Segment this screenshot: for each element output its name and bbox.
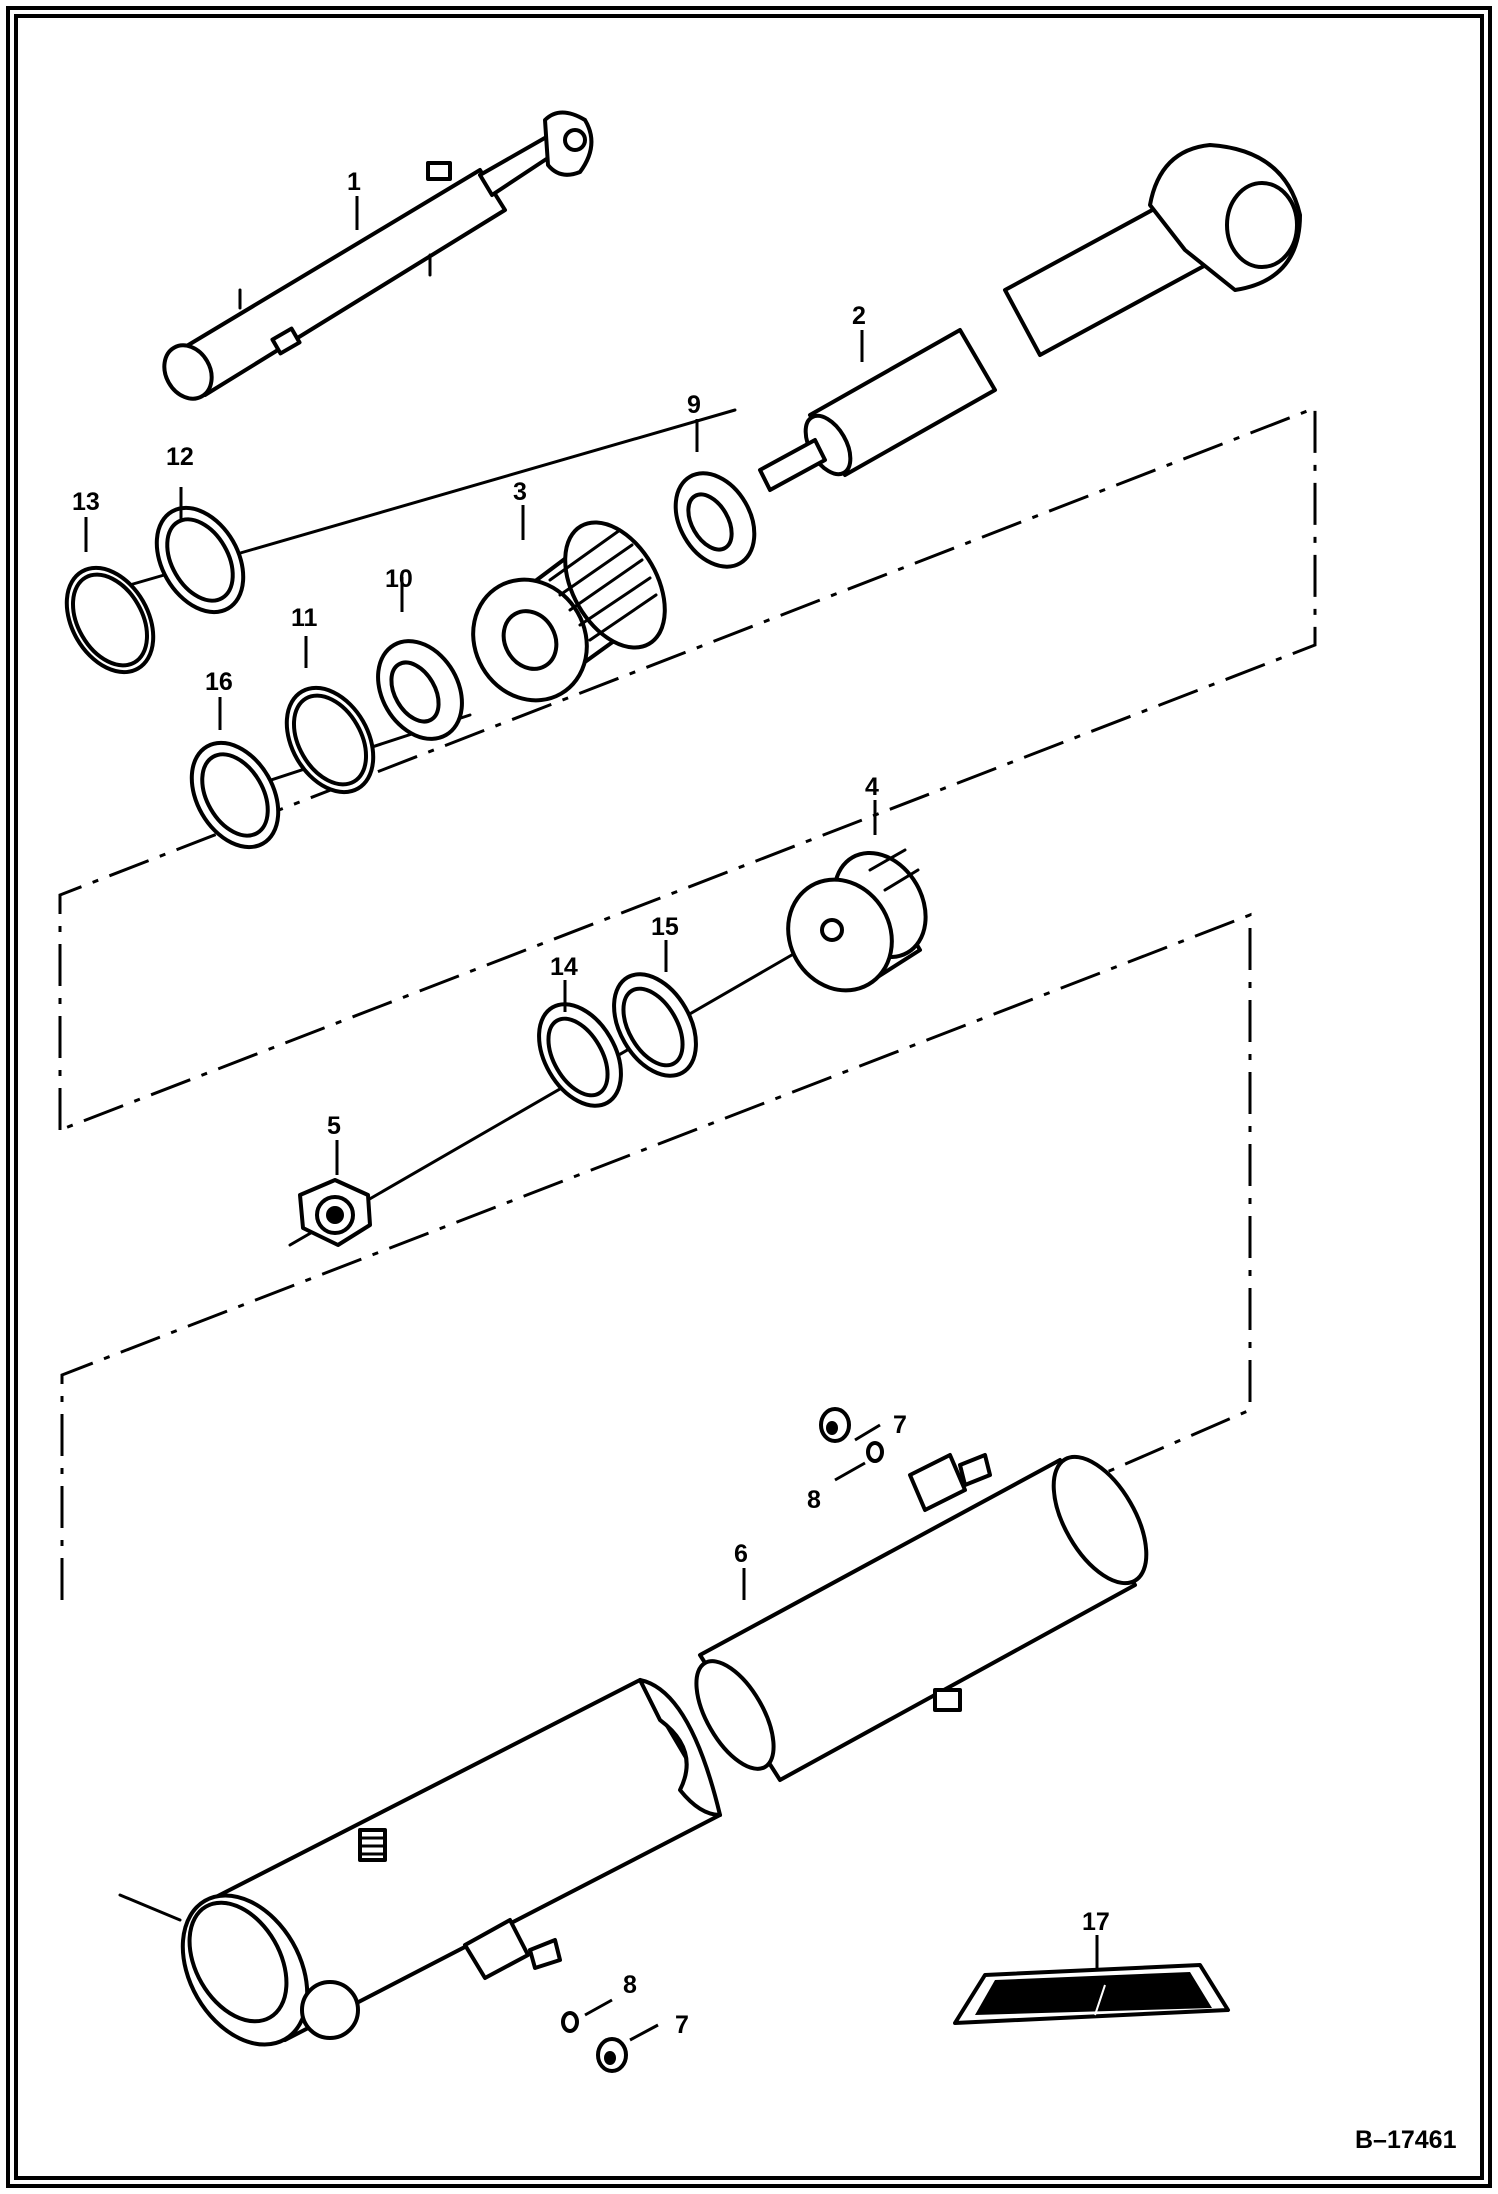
part-2-piston-rod	[758, 143, 1302, 492]
callout-10: 10	[385, 565, 413, 593]
part-4-piston	[786, 848, 928, 993]
callout-12: 12	[166, 443, 194, 471]
part-12-back-up-ring	[154, 505, 246, 615]
part-17-decal	[953, 1963, 1230, 2025]
callout-5: 5	[327, 1112, 341, 1140]
part-16-back-up-ring	[189, 740, 281, 850]
callout-15: 15	[651, 913, 679, 941]
callout-1: 1	[347, 168, 361, 196]
part-8-o-ring-bottom	[561, 2011, 579, 2033]
callout-6: 6	[734, 1540, 748, 1568]
callout-13: 13	[72, 488, 100, 516]
part-6-barrel	[118, 1453, 1149, 2047]
piston-assembly-box	[60, 912, 1252, 1600]
part-1-cylinder-assembly	[162, 110, 594, 401]
callout-11: 11	[291, 604, 318, 632]
callout-2: 2	[852, 302, 866, 330]
part-8-o-ring-top	[866, 1441, 884, 1463]
part-14-seal	[537, 1002, 623, 1108]
rod-assembly-box	[58, 405, 1317, 1133]
callout-8-top: 8	[807, 1486, 821, 1514]
inner-frame	[14, 14, 1484, 2180]
outer-frame	[6, 6, 1492, 2188]
part-13-o-ring	[64, 565, 156, 675]
part-7-plug-top	[819, 1407, 851, 1443]
callout-4: 4	[865, 773, 879, 801]
callout-7-bottom: 7	[675, 2011, 689, 2039]
part-11-o-ring	[284, 685, 376, 795]
drawing-code: B–17461	[1355, 2126, 1457, 2154]
part-7-plug-bottom	[596, 2037, 628, 2073]
callout-3: 3	[513, 478, 527, 506]
part-5-lock-nut	[298, 1178, 372, 1247]
callout-7-top: 7	[893, 1411, 907, 1439]
part-9-wiper-seal	[673, 471, 757, 569]
part-10-rod-seal	[376, 639, 464, 741]
part-15-wear-ring	[612, 972, 698, 1078]
callout-leaders	[84, 196, 1099, 2042]
callout-9: 9	[687, 391, 701, 419]
callout-8-bottom: 8	[623, 1971, 637, 1999]
callout-14: 14	[550, 953, 578, 981]
part-3-gland	[471, 520, 667, 703]
callout-16: 16	[205, 668, 233, 696]
callout-17: 17	[1082, 1908, 1110, 1936]
